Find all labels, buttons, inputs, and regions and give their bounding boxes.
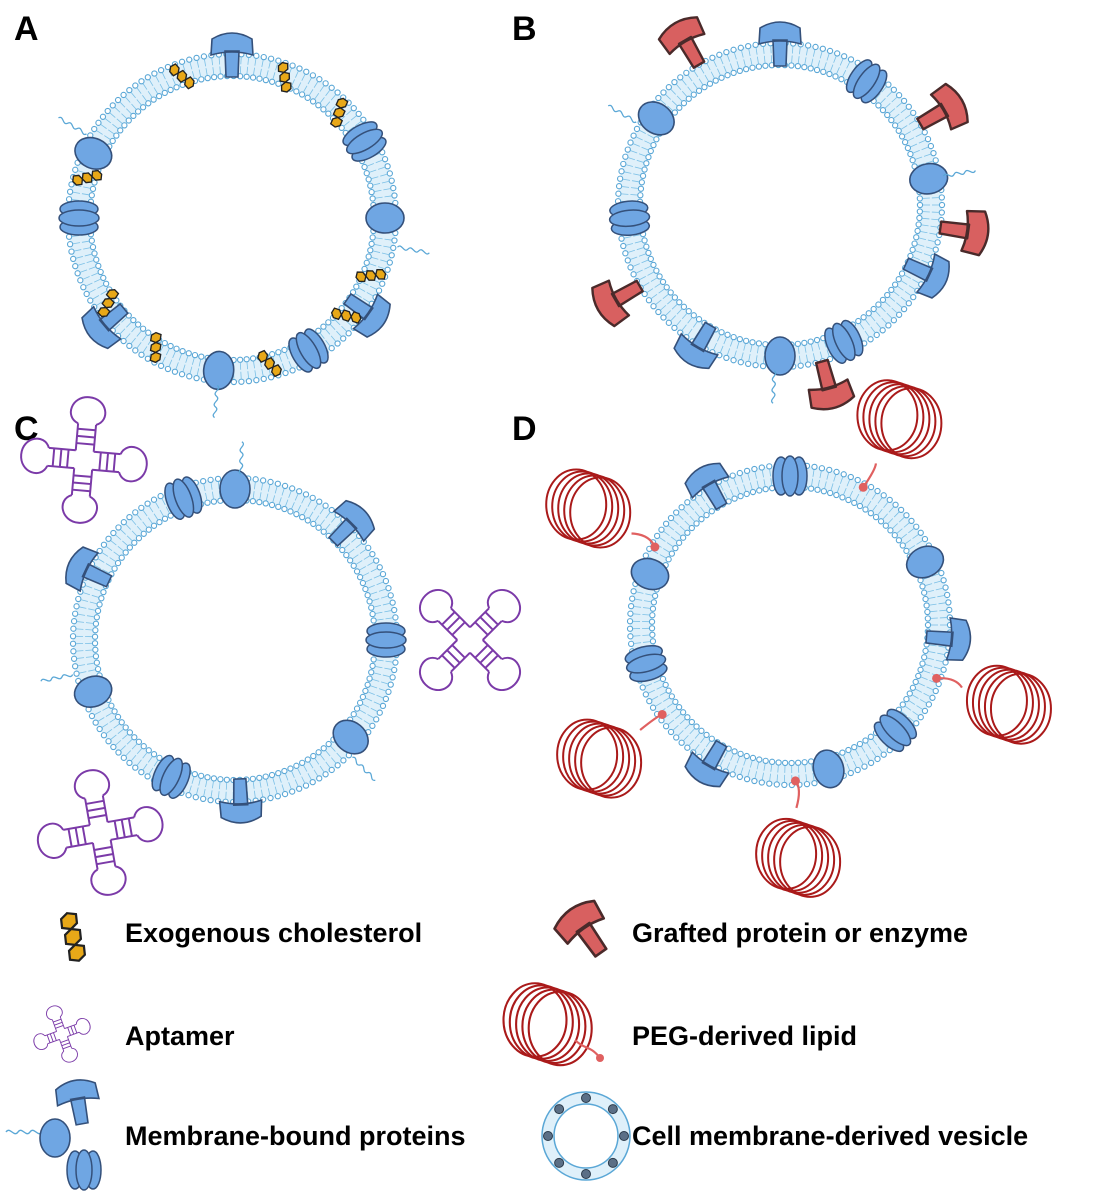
peg-coil (755, 817, 842, 898)
legend-label-membrane-proteins: Membrane-bound proteins (125, 1121, 466, 1151)
mini-protein (607, 1157, 618, 1168)
panel-letter-b: B (512, 10, 537, 48)
channel-protein (365, 622, 407, 658)
glycan-chain (350, 755, 378, 783)
globular-protein (219, 469, 251, 509)
aptamer-structure (379, 549, 561, 731)
legend-label-aptamer: Aptamer (125, 1021, 235, 1051)
panel-letter-d: D (512, 410, 537, 448)
mini-protein (554, 1104, 565, 1115)
channel-protein (772, 455, 808, 497)
legend-peg-icon (502, 982, 604, 1067)
glycan-chain (606, 103, 638, 124)
peg-anchor (858, 482, 868, 492)
vesicle-a (57, 32, 431, 419)
mini-protein (581, 1169, 591, 1179)
glycan-chain (396, 245, 431, 255)
globular-protein (365, 202, 405, 234)
mini-protein (554, 1157, 565, 1168)
panel-letter-c: C (14, 410, 39, 448)
legend-vesicle-icon (541, 1091, 631, 1181)
glycan-chain (39, 672, 74, 684)
lipid-heads (614, 39, 946, 371)
peg-anchor (790, 776, 800, 786)
peg-anchor (650, 542, 660, 552)
glycan-chain (212, 384, 220, 419)
mini-protein (607, 1104, 618, 1115)
legend-label-vesicle: Cell membrane-derived vesicle (632, 1121, 1028, 1151)
peg-coil (556, 718, 643, 799)
legend-grafted-protein-icon (549, 894, 622, 968)
vesicle-d (545, 379, 1052, 898)
vesicle-b (585, 10, 993, 415)
mini-protein (543, 1131, 553, 1141)
legend-label-grafted: Grafted protein or enzyme (632, 918, 968, 948)
mini-protein (581, 1093, 591, 1103)
legend-cholesterol-icon (44, 908, 102, 966)
channel-protein (58, 200, 100, 236)
peg-anchor (657, 709, 667, 719)
legend-label-cholesterol: Exogenous cholesterol (125, 918, 422, 948)
grafted-protein (936, 204, 993, 258)
panel-letter-a: A (14, 10, 39, 48)
peg-coil (965, 664, 1052, 745)
peg-anchor (932, 673, 942, 683)
globular-protein (764, 336, 796, 376)
legend-membrane-proteins-icon (5, 1076, 104, 1191)
legend-label-peg: PEG-derived lipid (632, 1021, 857, 1051)
mini-membrane-outer (541, 1091, 631, 1181)
vesicle-c (14, 390, 561, 907)
membrane-bilayer (618, 43, 942, 367)
peg-coil (545, 468, 632, 549)
mini-protein (619, 1131, 629, 1141)
glycan-chain (770, 370, 777, 404)
channel-protein (607, 198, 652, 238)
glycan-chain (238, 441, 245, 475)
legend-aptamer-icon (23, 995, 101, 1073)
mini-membrane-inner (553, 1103, 619, 1169)
glycan-chain (57, 115, 88, 136)
peg-coil (856, 379, 943, 460)
